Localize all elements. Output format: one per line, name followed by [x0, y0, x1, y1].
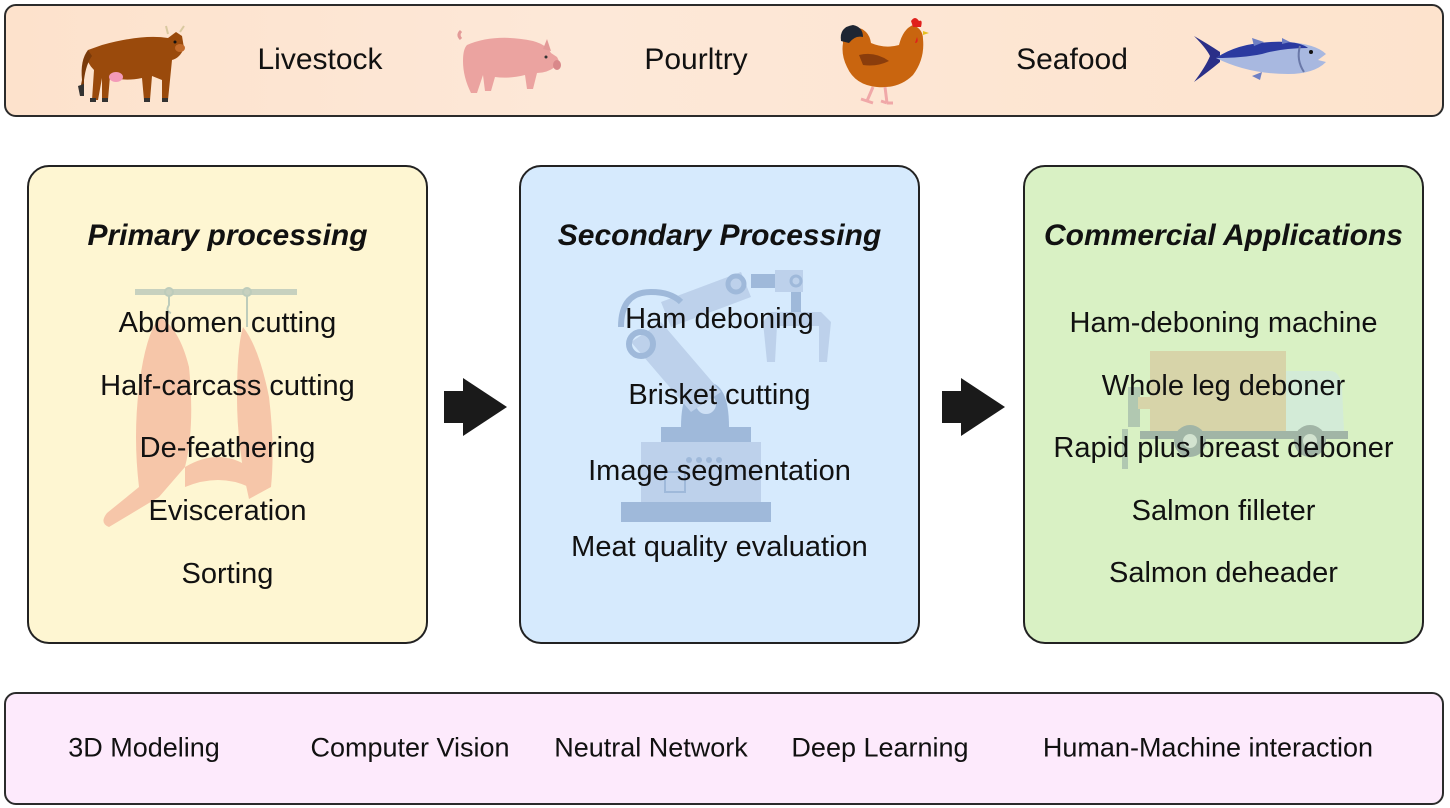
stage-title: Commercial Applications — [1044, 219, 1403, 252]
cow-icon — [78, 25, 185, 102]
technology-label: Neutral Network — [554, 732, 748, 763]
application-item: Salmon filleter — [1131, 495, 1316, 527]
pig-icon — [457, 29, 561, 93]
process-item: De-feathering — [139, 432, 316, 464]
process-item: Brisket cutting — [628, 379, 811, 411]
technology-label: Computer Vision — [310, 732, 510, 763]
arrow-right-icon — [942, 378, 1005, 436]
robot-arm-icon — [618, 270, 831, 522]
process-item: Abdomen cutting — [118, 307, 337, 339]
animal-categories-banner — [4, 4, 1444, 117]
category-label-poultry: Pourltry — [644, 43, 748, 76]
hanging-carcass-icon — [103, 287, 297, 527]
process-item: Image segmentation — [588, 455, 851, 487]
process-item: Sorting — [181, 558, 274, 590]
technology-label: Deep Learning — [791, 732, 969, 763]
delivery-truck-icon — [1122, 351, 1348, 469]
arrow-right-icon — [444, 378, 507, 436]
application-item: Salmon deheader — [1109, 557, 1338, 589]
category-label-seafood: Seafood — [1016, 43, 1128, 76]
application-item: Rapid plus breast deboner — [1053, 432, 1394, 464]
technology-label: Human-Machine interaction — [1042, 732, 1374, 763]
technologies-banner — [4, 692, 1444, 805]
application-item: Ham-deboning machine — [1069, 307, 1378, 339]
application-item: Whole leg deboner — [1101, 370, 1346, 402]
stage-box-commercial-applications: Commercial Applications Ham-deboning mac… — [1023, 165, 1424, 644]
stage-box-secondary-processing: Secondary Processing Ham deboning Briske… — [519, 165, 920, 644]
stage-title: Primary processing — [87, 219, 368, 252]
process-item: Evisceration — [148, 495, 307, 527]
technology-label: 3D Modeling — [68, 732, 220, 763]
process-item: Half-carcass cutting — [100, 370, 355, 402]
process-item: Ham deboning — [625, 303, 814, 335]
stage-title: Secondary Processing — [557, 219, 882, 252]
stage-box-primary-processing: Primary processing Abdomen cutting Half-… — [27, 165, 428, 644]
fish-icon — [1194, 36, 1326, 82]
category-label-livestock: Livestock — [257, 43, 383, 76]
chicken-icon — [840, 18, 929, 105]
process-item: Meat quality evaluation — [571, 531, 868, 563]
